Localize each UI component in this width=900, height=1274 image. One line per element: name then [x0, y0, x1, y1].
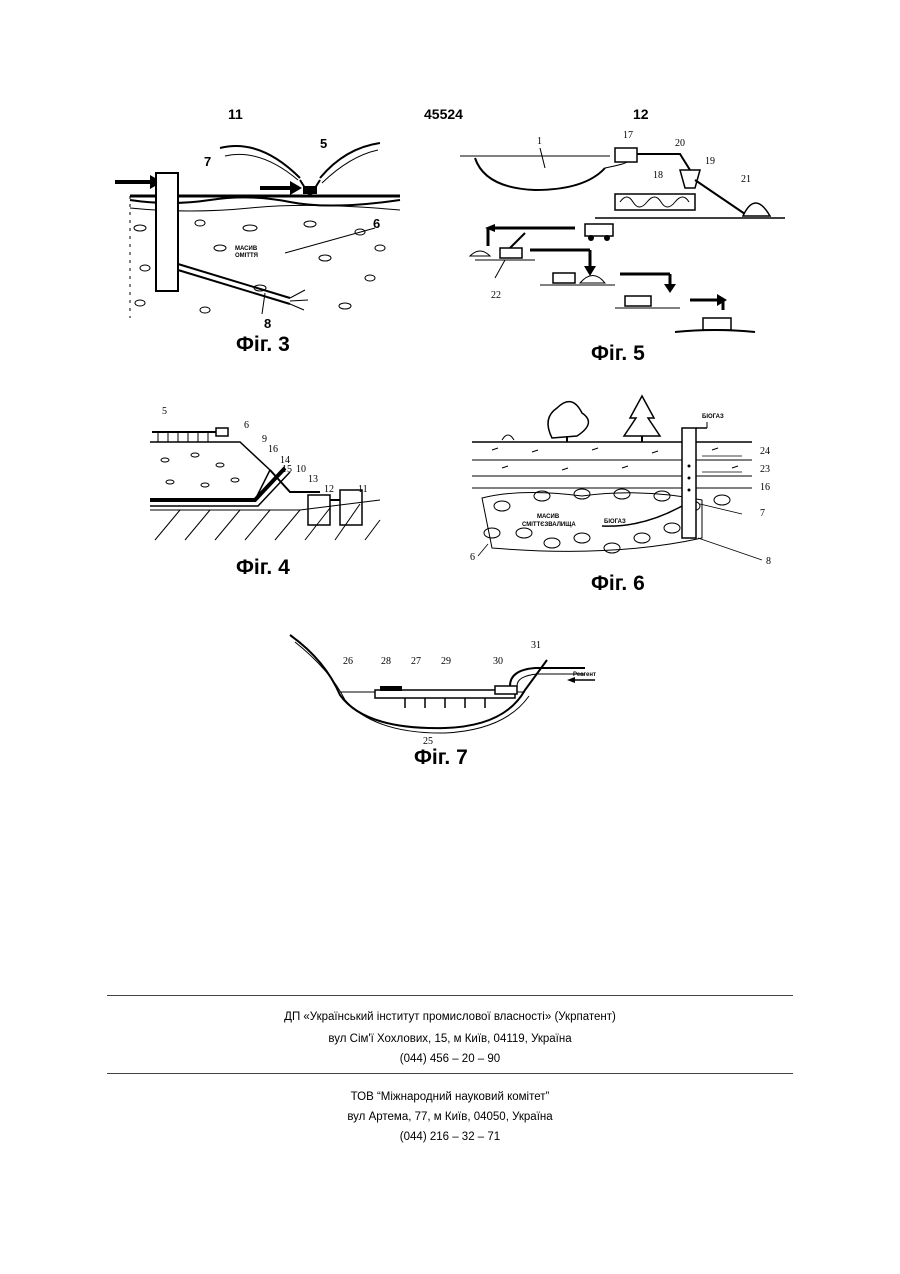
- figure-3-caption: Фіг. 3: [236, 333, 290, 357]
- fig4-label-5: 5: [162, 406, 167, 417]
- fig4-label-15: 15: [282, 464, 292, 475]
- fig3-label-5: 5: [320, 136, 327, 151]
- footer-middle-rule: [107, 1073, 793, 1074]
- footer-printer-name: ТОВ “Міжнародний науковий комітет”: [107, 1091, 793, 1103]
- fig7-label-26: 26: [343, 656, 353, 667]
- fig7-label-27: 27: [411, 656, 421, 667]
- fig7-reagent-label: Реагент: [573, 672, 596, 678]
- fig4-label-13: 13: [308, 474, 318, 485]
- footer-printer-phone: (044) 216 – 32 – 71: [107, 1131, 793, 1143]
- footer-publisher-address: вул Сім'ї Хохлових, 15, м Київ, 04119, У…: [107, 1033, 793, 1045]
- figure-5-caption: Фіг. 5: [591, 342, 645, 366]
- fig5-label-21: 21: [741, 174, 751, 185]
- figure-6-drawing: 24 23 16 7 8 6 БІОГАЗ МАСИВ СМІТТЄЗВАЛИЩ…: [462, 388, 792, 568]
- fig5-label-1: 1: [537, 136, 542, 147]
- fig5-label-18: 18: [653, 170, 663, 181]
- left-page-number: 11: [228, 106, 243, 122]
- fig7-label-30: 30: [493, 656, 503, 667]
- footer-publisher-phone: (044) 456 – 20 – 90: [107, 1053, 793, 1065]
- fig6-label-6: 6: [470, 552, 475, 563]
- fig3-massif-label-1: МАСИВ: [235, 246, 258, 252]
- fig6-label-7: 7: [760, 508, 765, 519]
- figure-4-caption: Фіг. 4: [236, 556, 290, 580]
- fig3-label-7: 7: [204, 154, 211, 169]
- fig5-label-17: 17: [623, 130, 633, 141]
- fig6-biogas-top: БІОГАЗ: [702, 414, 724, 420]
- figure-3-drawing: 7 5 6 8 МАСИВ ОМІТТЯ: [110, 128, 410, 333]
- footer-printer-address: вул Артема, 77, м Київ, 04050, Україна: [107, 1111, 793, 1123]
- patent-number: 45524: [424, 106, 463, 122]
- footer-top-rule: [107, 995, 793, 996]
- fig4-label-9: 9: [262, 434, 267, 445]
- fig7-label-29: 29: [441, 656, 451, 667]
- fig6-label-23: 23: [760, 464, 770, 475]
- fig6-massif-label-2: СМІТТЄЗВАЛИЩА: [522, 522, 576, 528]
- fig5-label-19: 19: [705, 156, 715, 167]
- figure-5-drawing: 1 17 20 19 18 21 22: [455, 128, 790, 343]
- fig7-label-31: 31: [531, 640, 541, 651]
- figure-6-caption: Фіг. 6: [591, 572, 645, 596]
- fig6-massif-label-1: МАСИВ: [537, 514, 560, 520]
- fig4-label-6: 6: [244, 420, 249, 431]
- fig3-label-8: 8: [264, 316, 271, 331]
- fig3-massif-label-2: ОМІТТЯ: [235, 253, 258, 259]
- footer-publisher-name: ДП «Український інститут промислової вла…: [107, 1011, 793, 1023]
- fig4-label-16: 16: [268, 444, 278, 455]
- fig4-label-12: 12: [324, 484, 334, 495]
- fig6-biogas-inner: БІОГАЗ: [604, 519, 626, 525]
- fig7-label-28: 28: [381, 656, 391, 667]
- fig4-label-10: 10: [296, 464, 306, 475]
- figure-7-caption: Фіг. 7: [414, 746, 468, 770]
- fig3-label-6: 6: [373, 216, 380, 231]
- fig6-label-24: 24: [760, 446, 770, 457]
- figure-7-drawing: 26 28 27 29 30 31 25 Реагент: [285, 630, 605, 755]
- right-page-number: 12: [633, 106, 649, 122]
- fig5-label-22: 22: [491, 290, 501, 301]
- fig5-label-20: 20: [675, 138, 685, 149]
- fig4-label-11: 11: [358, 484, 368, 495]
- figure-4-drawing: 5 6 9 16 14 15 10 13 12 11: [140, 400, 390, 550]
- fig6-label-8: 8: [766, 556, 771, 567]
- fig6-label-16: 16: [760, 482, 770, 493]
